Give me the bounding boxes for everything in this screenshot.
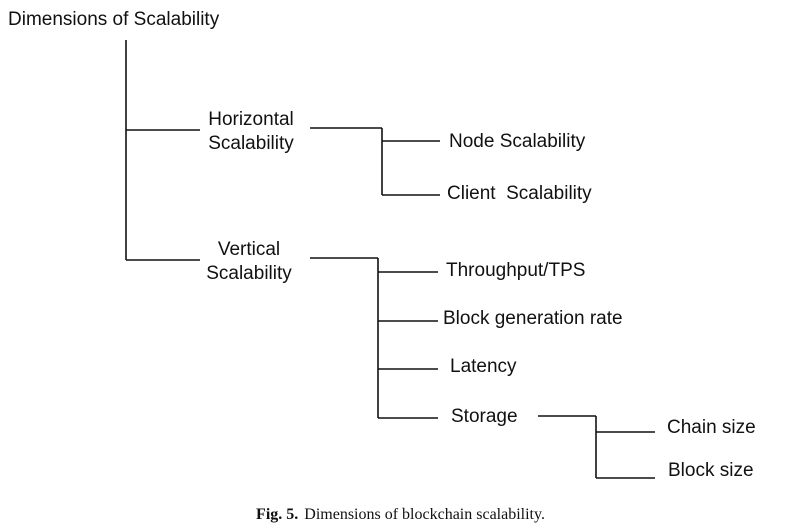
root-label: Dimensions of Scalability xyxy=(8,9,220,30)
latency-label: Latency xyxy=(450,356,517,377)
vertical-label-line2: Scalability xyxy=(206,263,292,284)
storage-label: Storage xyxy=(451,406,518,427)
caption-text: Dimensions of blockchain scalability. xyxy=(304,506,545,523)
block-size-label: Block size xyxy=(668,460,754,481)
vertical-label-line1: Vertical xyxy=(217,239,281,260)
vertical-scalability-label: Vertical Scalability xyxy=(194,238,304,286)
horizontal-scalability-label: Horizontal Scalability xyxy=(196,108,306,156)
figure-caption: Fig. 5. Dimensions of blockchain scalabil… xyxy=(0,506,801,524)
client-scalability-label: Client Scalability xyxy=(447,183,592,204)
caption-label: Fig. 5. xyxy=(256,506,299,523)
horizontal-label-line2: Scalability xyxy=(208,133,294,154)
node-scalability-label: Node Scalability xyxy=(449,131,586,152)
block-generation-rate-label: Block generation rate xyxy=(443,308,623,329)
chain-size-label: Chain size xyxy=(667,417,756,438)
throughput-label: Throughput/TPS xyxy=(446,260,586,281)
horizontal-label-line1: Horizontal xyxy=(208,109,294,130)
